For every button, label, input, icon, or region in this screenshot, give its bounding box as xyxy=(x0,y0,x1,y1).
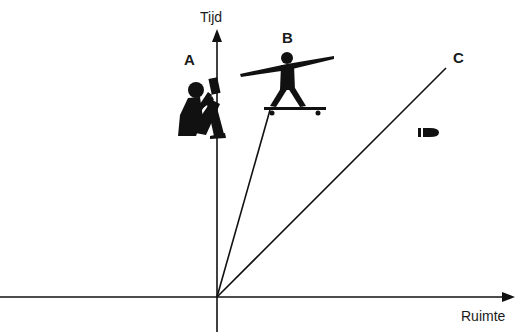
worldline xyxy=(217,68,446,297)
worldline-label: B xyxy=(282,30,293,47)
axis-arrowhead xyxy=(212,29,222,42)
worldline-label: C xyxy=(453,50,464,67)
axis-label: Tijd xyxy=(200,10,222,25)
reading-person xyxy=(178,77,226,139)
label-holder: Ruimte xyxy=(461,309,505,324)
worldline-label: A xyxy=(184,52,195,69)
label-holder: B xyxy=(282,30,293,47)
skateboarder xyxy=(240,52,334,116)
axis-arrowhead xyxy=(502,292,515,302)
space-axis xyxy=(0,296,504,298)
label-holder: C xyxy=(453,50,464,67)
axis-label: Ruimte xyxy=(461,309,505,324)
label-holder: Tijd xyxy=(200,10,222,25)
label-holder: A xyxy=(184,52,195,69)
bullet xyxy=(418,128,439,137)
